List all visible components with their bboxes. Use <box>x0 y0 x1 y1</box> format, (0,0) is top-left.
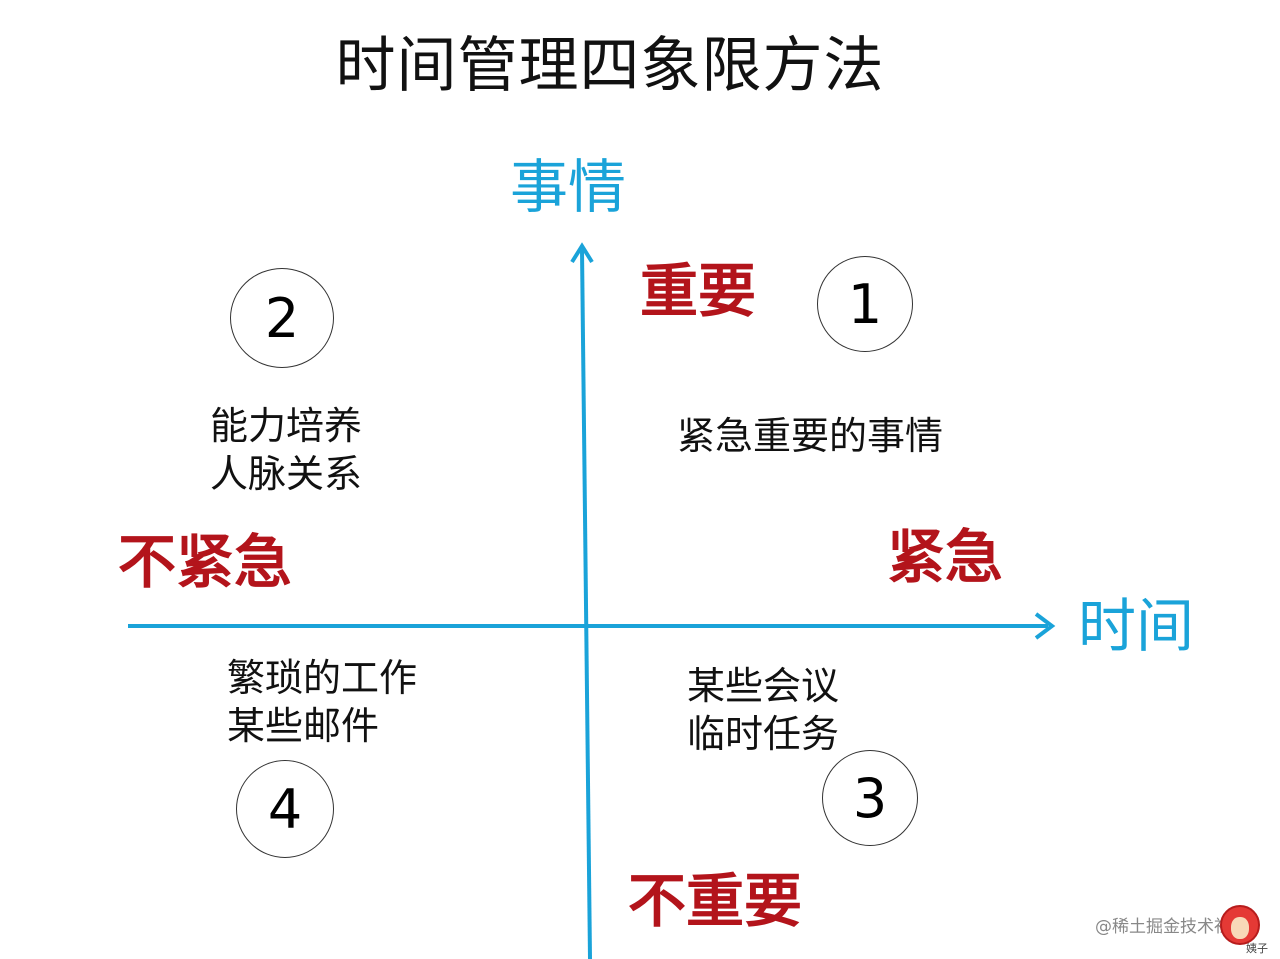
quadrant-2-line-1: 能力培养 <box>210 404 363 448</box>
quadrant-4-line-2: 某些邮件 <box>227 704 380 748</box>
quadrant-4-text: 繁琐的工作 某些邮件 <box>227 654 417 750</box>
vertical-axis-label: 事情 <box>510 153 627 221</box>
quadrant-2-text: 能力培养 人脉关系 <box>210 402 362 498</box>
watermark-text: @稀土掘金技术社区 <box>1095 917 1248 937</box>
quadrant-1-number: 1 <box>817 256 913 352</box>
quadrant-3-line-2: 临时任务 <box>687 712 840 756</box>
urgent-label: 紧急 <box>887 523 1004 591</box>
vertical-axis <box>580 249 592 959</box>
quadrant-4-line-1: 繁琐的工作 <box>227 656 418 700</box>
not-important-label: 不重要 <box>628 867 803 935</box>
not-urgent-label: 不紧急 <box>118 528 293 596</box>
horizontal-axis-label: 时间 <box>1078 592 1195 660</box>
quadrant-2-line-2: 人脉关系 <box>210 452 363 496</box>
important-label: 重要 <box>640 257 757 325</box>
quadrant-1-line-1: 紧急重要的事情 <box>677 414 944 458</box>
avatar-face <box>1231 917 1249 939</box>
vertical-axis-arrowhead <box>570 242 594 264</box>
quadrant-2-number: 2 <box>230 268 334 368</box>
watermark-avatar <box>1220 905 1260 945</box>
quadrant-3-number: 3 <box>822 750 918 846</box>
quadrant-3-text: 某些会议 临时任务 <box>687 662 839 758</box>
quadrant-4-number: 4 <box>236 760 334 858</box>
watermark-avatar-label: 姨子 <box>1246 942 1268 955</box>
quadrant-3-line-1: 某些会议 <box>687 664 840 708</box>
diagram-title: 时间管理四象限方法 <box>335 31 885 101</box>
quadrant-1-text: 紧急重要的事情 <box>677 412 943 460</box>
horizontal-axis-arrowhead <box>1034 612 1056 640</box>
